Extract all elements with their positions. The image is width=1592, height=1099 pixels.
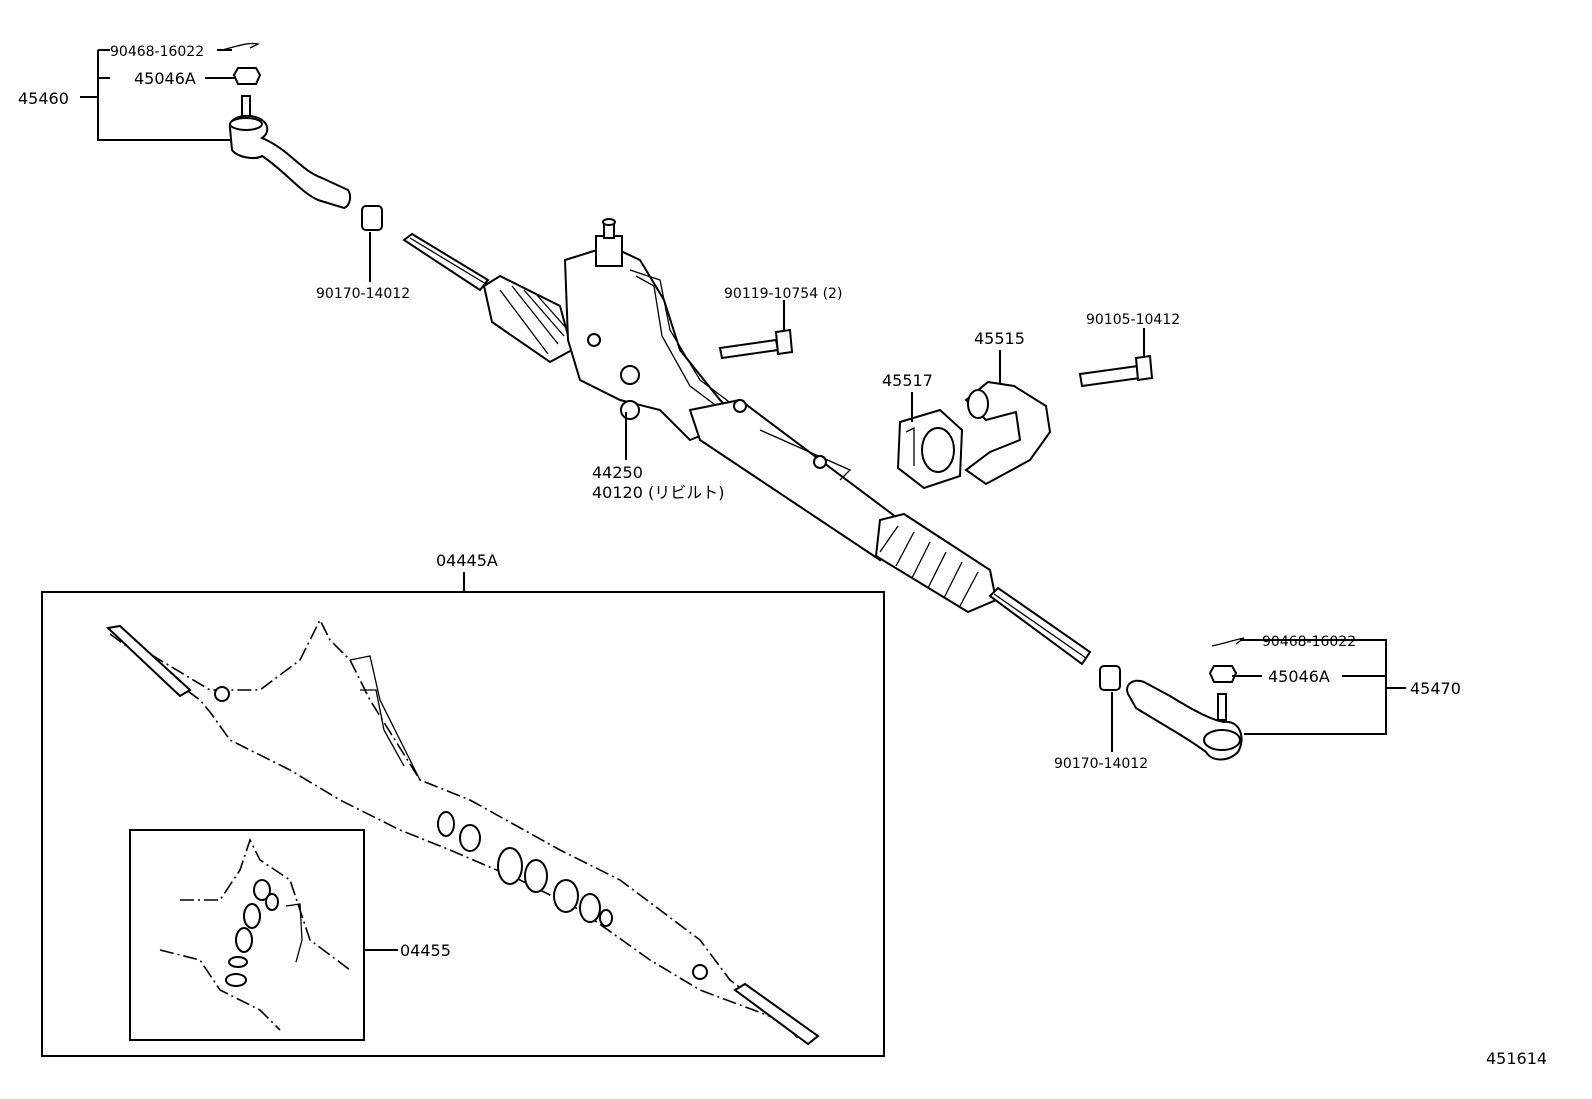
label-45046a-right: 45046A	[1268, 667, 1330, 686]
figure-number: 451614	[1486, 1049, 1547, 1068]
steering-rack-assembly	[402, 218, 1092, 666]
label-90170-left: 90170-14012	[316, 286, 410, 302]
label-04445a: 04445A	[436, 551, 498, 570]
label-40120: 40120 (リビルト)	[592, 483, 724, 502]
part-labels: 45460 90468-16022 45046A 90170-14012 901…	[18, 44, 1547, 1068]
label-45515: 45515	[974, 329, 1025, 348]
label-45460: 45460	[18, 89, 69, 108]
label-44250: 44250	[592, 463, 643, 482]
label-90119: 90119-10754 (2)	[724, 286, 842, 302]
bolt-90105	[1078, 328, 1154, 388]
right-lock-nut	[1099, 665, 1121, 752]
label-45517: 45517	[882, 371, 933, 390]
bracket-45515	[964, 350, 1052, 486]
valve-kit-box	[129, 829, 398, 1041]
left-tie-rod-end-group	[80, 42, 352, 210]
gasket-kit-box	[41, 572, 885, 1057]
grommet-45517	[896, 392, 964, 490]
label-90105: 90105-10412	[1086, 312, 1180, 328]
bolt-90119	[718, 300, 794, 360]
right-tie-rod-end-group	[1126, 637, 1406, 761]
label-45046a-left: 45046A	[134, 69, 196, 88]
label-04455: 04455	[400, 941, 451, 960]
label-90468-right: 90468-16022	[1262, 634, 1356, 650]
label-90468-left: 90468-16022	[110, 44, 204, 60]
label-45470: 45470	[1410, 679, 1461, 698]
label-90170-right: 90170-14012	[1054, 756, 1148, 772]
left-lock-nut	[361, 205, 383, 282]
